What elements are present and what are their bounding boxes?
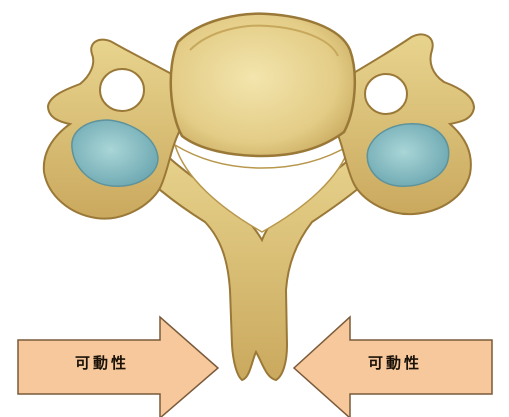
right-transverse-foramen [365, 74, 407, 114]
vertebral-body [171, 14, 355, 156]
left-transverse-foramen [100, 69, 144, 111]
right-mobility-label: 可動性 [368, 356, 422, 371]
left-mobility-label: 可動性 [75, 356, 129, 371]
